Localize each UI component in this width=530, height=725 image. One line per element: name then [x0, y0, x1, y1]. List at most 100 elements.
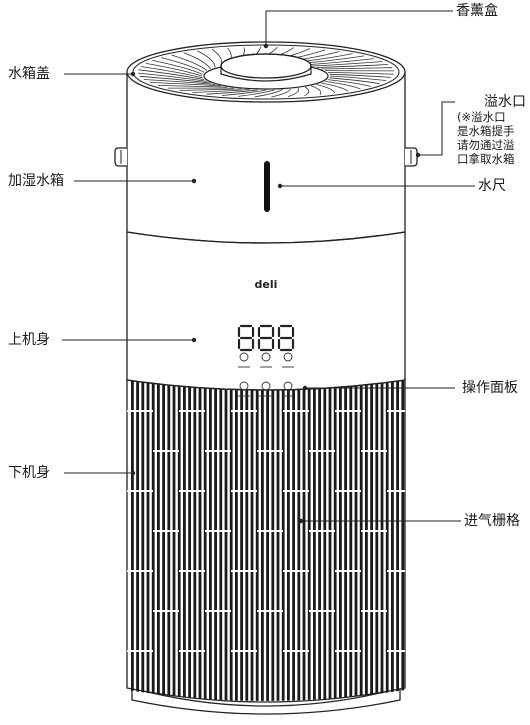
- brand-logo: deli: [255, 278, 278, 291]
- lid-vane: [138, 72, 207, 82]
- grille-bar: [365, 380, 368, 701]
- lid-vane: [171, 54, 208, 71]
- grille-bar: [183, 380, 186, 701]
- grille-bar: [292, 380, 295, 701]
- lid-vane: [316, 84, 336, 94]
- lid-vane: [316, 64, 389, 68]
- power-key-icon: [261, 352, 271, 362]
- mode-key-icon: [283, 352, 293, 362]
- grille-bar: [385, 380, 389, 701]
- overflow-note-2: 是水箱提手: [457, 124, 515, 138]
- grille-bar: [162, 380, 165, 701]
- grille-bar: [157, 380, 160, 701]
- grille-bar: [307, 380, 311, 701]
- grille-bar: [396, 380, 399, 701]
- grille-bar: [313, 380, 316, 701]
- grille-bar: [271, 380, 275, 701]
- lid-vane: [141, 66, 203, 79]
- grille-bar: [261, 380, 264, 701]
- grille-bar: [354, 380, 358, 701]
- intake-grille: [127, 380, 405, 701]
- grille-bar: [188, 380, 191, 701]
- label-upper-body: 上机身: [8, 332, 50, 348]
- lid-vane: [206, 89, 258, 95]
- lid-vane: [149, 82, 221, 87]
- grille-bar: [219, 380, 223, 701]
- lid-vane: [311, 61, 383, 67]
- lid-vane: [238, 89, 275, 97]
- grille-bar: [370, 380, 373, 701]
- lid-vane: [157, 85, 228, 88]
- lid-vane: [271, 88, 291, 98]
- grille-bar: [297, 380, 301, 701]
- control-panel: [238, 352, 294, 397]
- grille-bar: [375, 380, 379, 701]
- grille-bar: [328, 380, 332, 701]
- lid-vane: [179, 88, 242, 91]
- grille-bar: [344, 380, 347, 701]
- wifi-icon: [239, 352, 249, 362]
- grille-bar: [193, 380, 197, 701]
- label-control-panel: 操作面板: [462, 380, 518, 396]
- grille-bar: [172, 380, 176, 701]
- upper-body-shell: [126, 232, 406, 391]
- grille-bar: [235, 380, 238, 701]
- grille-bar: [339, 380, 342, 701]
- lid-vane: [138, 69, 205, 80]
- label-overflow: 溢水口: [484, 94, 526, 110]
- grille-bar: [391, 380, 394, 701]
- label-water-gauge: 水尺: [478, 178, 506, 194]
- grille-bar: [224, 380, 228, 701]
- grille-bar: [177, 380, 181, 701]
- grille-bar: [266, 380, 269, 701]
- label-aroma-box: 香薰盒: [456, 3, 498, 19]
- lid-vane: [311, 85, 322, 95]
- fan-key-icon: [261, 381, 271, 391]
- lid-vane: [327, 72, 394, 75]
- grille-bar: [136, 380, 139, 701]
- humidify-key-icon: [239, 381, 249, 391]
- overflow-note-4: 口拿取水箱: [457, 152, 515, 166]
- grille-bar: [323, 380, 327, 701]
- leader-overflow: [418, 101, 455, 156]
- grille-bar: [203, 380, 207, 701]
- display-digits: [237, 324, 295, 352]
- grille-bar: [276, 380, 280, 701]
- grille-bar: [167, 380, 171, 701]
- lid-vane: [325, 81, 361, 90]
- lid-vane: [183, 52, 211, 70]
- grille-bar: [287, 380, 290, 701]
- label-lower-body: 下机身: [8, 465, 50, 481]
- lid-vane: [329, 77, 380, 84]
- lid-vane: [139, 75, 211, 84]
- lid-vane: [321, 82, 349, 92]
- grille-bar: [250, 380, 254, 701]
- water-gauge-window: [264, 161, 270, 212]
- lid-vane: [321, 67, 393, 70]
- grille-bar: [281, 380, 285, 701]
- grille-bar: [401, 380, 405, 701]
- lid-vane: [327, 79, 371, 87]
- lid-vane: [304, 86, 310, 97]
- grille-bar: [302, 380, 306, 701]
- grille-bar: [359, 380, 363, 701]
- label-intake-grille: 进气栅格: [464, 513, 520, 529]
- grille-bar: [245, 380, 249, 701]
- grille-bar: [141, 380, 145, 701]
- grille-bar: [240, 380, 243, 701]
- timer-key-icon: [283, 381, 293, 391]
- label-tank-lid: 水箱盖: [8, 66, 50, 82]
- grille-bar: [255, 380, 259, 701]
- lid-vane: [145, 63, 203, 77]
- tank-seam: [126, 231, 406, 244]
- lid-vane: [329, 73, 391, 78]
- grille-bar: [318, 380, 321, 701]
- lid-vane: [192, 89, 250, 93]
- lid-vane: [152, 60, 203, 75]
- label-humidifier-tank: 加湿水箱: [8, 173, 64, 189]
- grille-bar: [229, 380, 233, 701]
- grille-bar: [380, 380, 384, 701]
- lid-vane: [254, 89, 283, 98]
- grille-bar: [333, 380, 337, 701]
- grille-bar: [214, 380, 217, 701]
